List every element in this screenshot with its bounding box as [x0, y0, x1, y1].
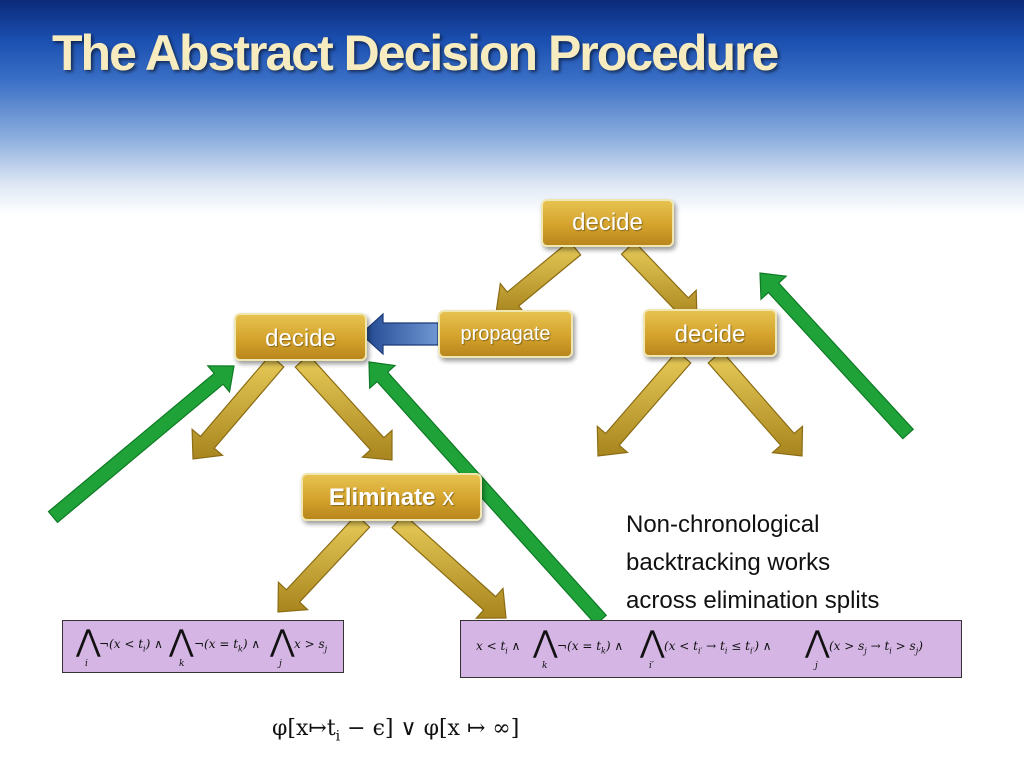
gold-arrow [495, 240, 582, 316]
slide-title: The Abstract Decision Procedure [52, 25, 779, 81]
formula-box-right: x < ti ∧ ⋀ k ¬(x = tk) ∧ ⋀ i′ (x < ti′ →… [460, 620, 962, 678]
eliminate-node: Eliminate x [301, 473, 482, 521]
formula-left-term-1: ¬(x < ti) ∧ [99, 637, 163, 654]
gold-arrow [277, 514, 371, 613]
green-backtrack-arrow [47, 365, 235, 524]
note-line-3: across elimination splits [626, 587, 880, 614]
eliminate-var: x [442, 484, 455, 511]
decide-left-label: decide [265, 325, 336, 352]
gold-arrow [191, 354, 285, 460]
green-backtrack-arrow [759, 272, 915, 440]
blue-arrow-group [360, 312, 439, 356]
propagate-node: propagate [438, 310, 573, 358]
index-k: k [542, 661, 548, 671]
big-and-symbol: ⋀ [805, 625, 830, 660]
index-k: k [179, 659, 185, 669]
green-arrows-group [47, 272, 915, 626]
propagate-label: propagate [460, 323, 551, 345]
index-j: j [279, 659, 282, 669]
gold-arrow [391, 513, 507, 619]
index-j: j [815, 661, 818, 671]
big-and-symbol: ⋀ [76, 624, 101, 659]
formula-box-left: ⋀ i ¬(x < ti) ∧ ⋀ k ¬(x = tk) ∧ ⋀ j x > … [62, 620, 344, 673]
decide-right-label: decide [674, 321, 746, 348]
gold-arrows-group [191, 240, 804, 619]
big-and-symbol: ⋀ [270, 624, 295, 659]
gold-arrow [596, 350, 692, 457]
blue-propagate-arrow [360, 312, 439, 356]
decide-node-top: decide [541, 199, 674, 247]
decide-top-label: decide [572, 209, 643, 236]
formula-left-term-2: ¬(x = tk) ∧ [194, 637, 261, 654]
big-and-symbol: ⋀ [169, 624, 194, 659]
formula-left-term-3: x > sj [294, 637, 328, 654]
gold-arrow [707, 350, 804, 457]
backtracking-note: Non-chronological backtracking works acr… [626, 506, 946, 620]
formula-right-term-4: (x > sj → ti > sj) [829, 639, 923, 656]
index-i-prime: i′ [649, 661, 654, 671]
formula-right-term-1: x < ti ∧ [476, 639, 521, 656]
substitution-formula: φ[x↦ti − ϵ] ∨ φ[x ↦ ∞] [272, 716, 520, 745]
green-backtrack-arrow [368, 361, 608, 626]
formula-right-term-2: ¬(x = tk) ∧ [557, 639, 624, 656]
big-and-symbol: ⋀ [640, 625, 665, 660]
note-line-1: Non-chronological [626, 511, 820, 538]
index-i: i [85, 659, 88, 669]
gold-arrow [294, 354, 393, 461]
decide-node-right: decide [643, 309, 777, 357]
eliminate-label: Eliminate [328, 484, 436, 511]
note-line-2: backtracking works [626, 549, 831, 576]
decide-node-left: decide [234, 313, 367, 361]
big-and-symbol: ⋀ [533, 625, 558, 660]
formula-right-term-3: (x < ti′ → ti ≤ ti′) ∧ [664, 639, 772, 656]
